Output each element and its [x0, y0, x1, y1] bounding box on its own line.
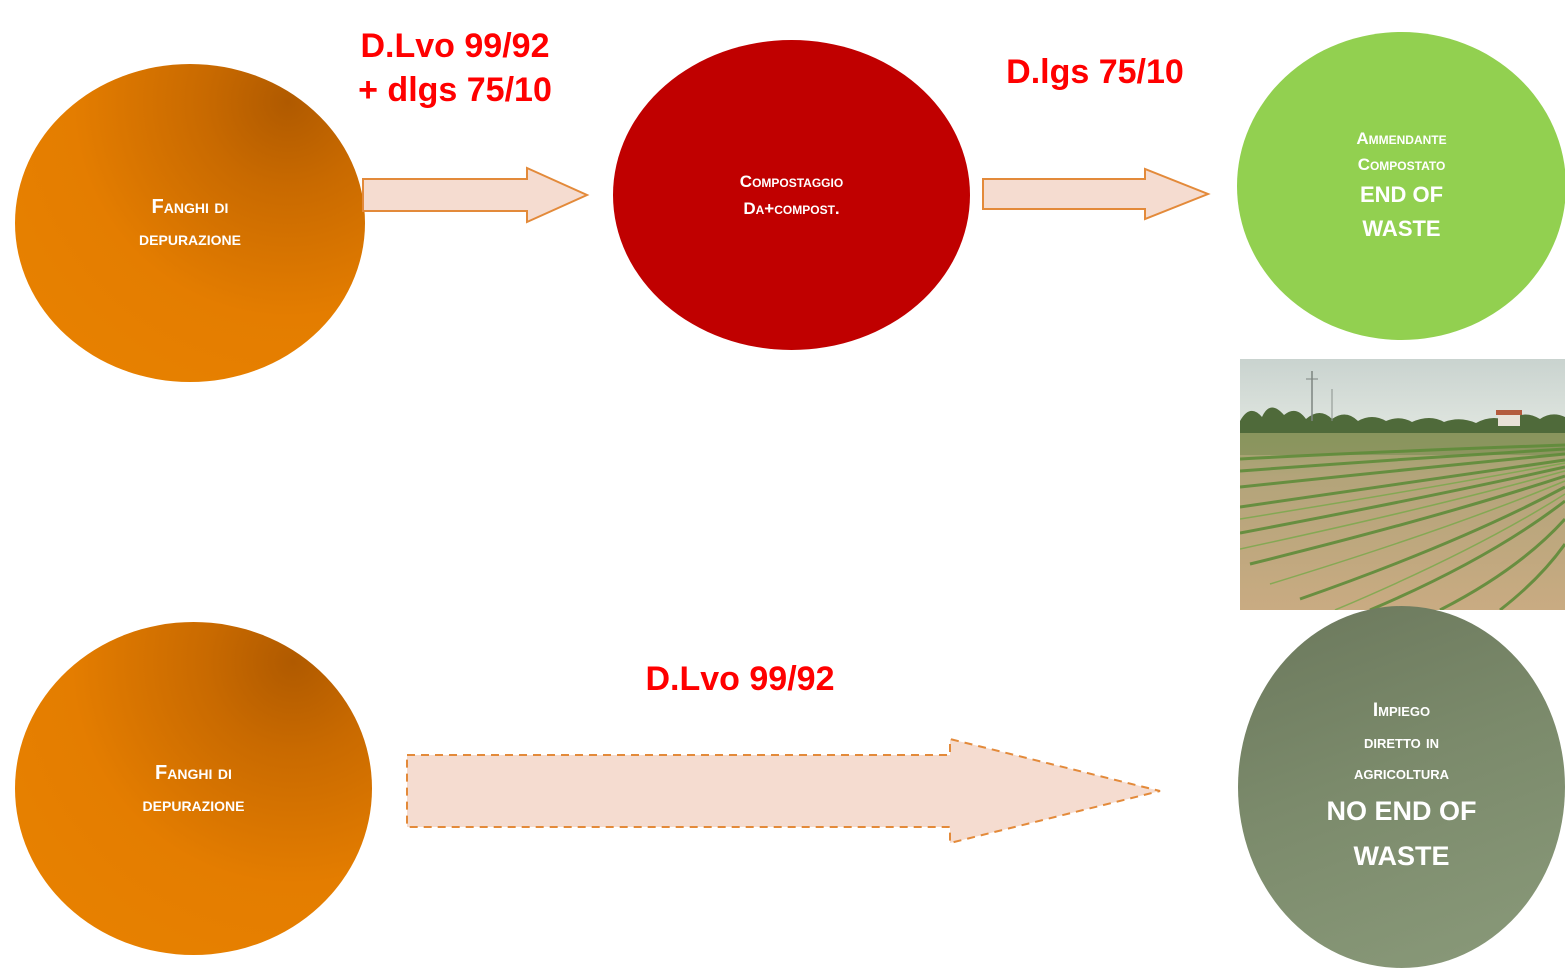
arrow-compostaggio-to-ammendante: [982, 167, 1211, 221]
node-label-line: Compostaggio: [739, 171, 844, 191]
node-label-line: Da+compost.: [743, 199, 840, 218]
node-label-line: END OF: [1359, 182, 1444, 208]
node-label-line: Ammendante: [1356, 128, 1447, 148]
agricultural-field-photo: [1240, 359, 1565, 610]
node-label-line: diretto in: [1363, 731, 1440, 753]
law-label-line: D.Lvo 99/92: [360, 27, 550, 65]
node-label-line: Fanghi di: [151, 196, 229, 218]
law-label-line: D.Lvo 99/92: [645, 660, 835, 698]
law-label-line: D.lgs 75/10: [1006, 53, 1184, 91]
node-label-line: agricoltura: [1353, 763, 1450, 785]
law-label-top-left: D.Lvo 99/92 + dlgs 75/10: [325, 24, 585, 112]
arrow-fanghi-to-compostaggio: [362, 166, 590, 224]
law-label-top-right: D.lgs 75/10: [975, 50, 1215, 94]
law-label-bottom: D.Lvo 99/92: [600, 657, 880, 701]
node-label-line: depurazione: [142, 793, 245, 816]
node-label-line: depurazione: [139, 228, 241, 250]
fanghi-depurazione-top-node: Fanghi di depurazione: [15, 64, 365, 382]
node-label-line: Fanghi di: [155, 761, 232, 784]
ammendante-compostato-node: Ammendante Compostato END OF WASTE: [1237, 32, 1565, 340]
compostaggio-node: Compostaggio Da+compost.: [613, 40, 970, 350]
law-label-line: + dlgs 75/10: [358, 71, 552, 109]
node-label-line: NO END OF: [1326, 796, 1477, 827]
node-label-line: Impiego: [1372, 700, 1431, 722]
node-label-line: WASTE: [1362, 216, 1441, 242]
impiego-diretto-node: Impiego diretto in agricoltura NO END OF…: [1238, 606, 1565, 968]
arrow-fanghi-to-impiego-dashed: [406, 737, 1161, 845]
node-label-line: Compostato: [1357, 154, 1446, 174]
node-label-line: WASTE: [1353, 841, 1450, 872]
fanghi-depurazione-bottom-node: Fanghi di depurazione: [15, 622, 372, 955]
